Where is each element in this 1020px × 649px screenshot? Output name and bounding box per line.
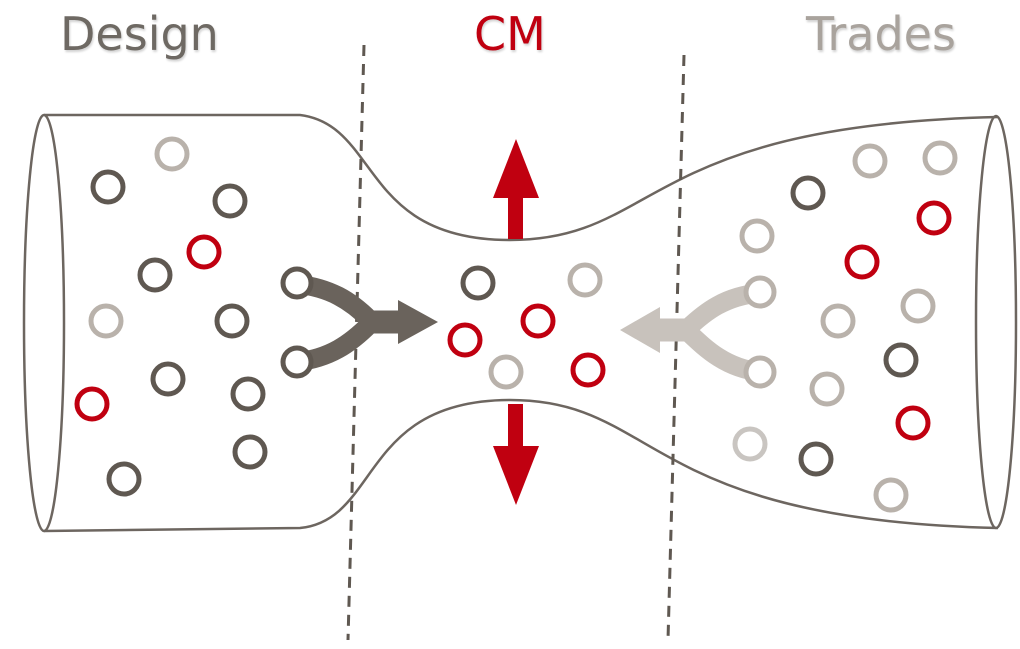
arrow-up-icon [493,139,539,239]
merge-arrow-right-icon [280,266,438,379]
light-particle [154,136,190,172]
light-particle [873,477,909,513]
red-particle [895,405,931,441]
merge-arrow-left-icon [620,275,777,389]
light-particle [922,140,958,176]
dark-particle [230,376,266,412]
circles-light [88,136,958,513]
red-particle [186,234,222,270]
light-particle [739,218,775,254]
dark-particle [883,342,919,378]
light-particle [809,371,845,407]
label-cm: CM [474,7,546,61]
red-particle [916,200,952,236]
dark-particle [790,175,826,211]
funnel-outline-bottom [43,398,999,533]
light-particle [567,262,603,298]
label-design: Design [60,7,219,61]
light-particle [852,143,888,179]
funnel-left-opening [22,113,66,533]
light-particle [88,303,124,339]
red-particle [520,303,556,339]
circles-dark [90,169,919,497]
circles-red [74,200,952,441]
red-particle [74,386,110,422]
red-particle [447,322,483,358]
arrow-down-icon [493,404,539,505]
divider-right [666,54,686,641]
dark-particle [232,434,268,470]
funnel-outline [44,113,999,242]
dark-particle [212,183,248,219]
light-particle [900,288,936,324]
dark-particle [137,257,173,293]
divider-left [346,44,366,641]
light-particle [732,426,768,462]
dark-particle [460,265,496,301]
dark-particle [798,441,834,477]
dark-particle [150,361,186,397]
dark-particle [106,461,142,497]
dark-particle [214,303,250,339]
label-trades: Trades [806,7,956,61]
funnel-right-opening [974,114,1018,530]
dark-particle [90,169,126,205]
light-particle [820,303,856,339]
red-particle [570,352,606,388]
red-particle [844,244,880,280]
light-particle [488,354,524,390]
